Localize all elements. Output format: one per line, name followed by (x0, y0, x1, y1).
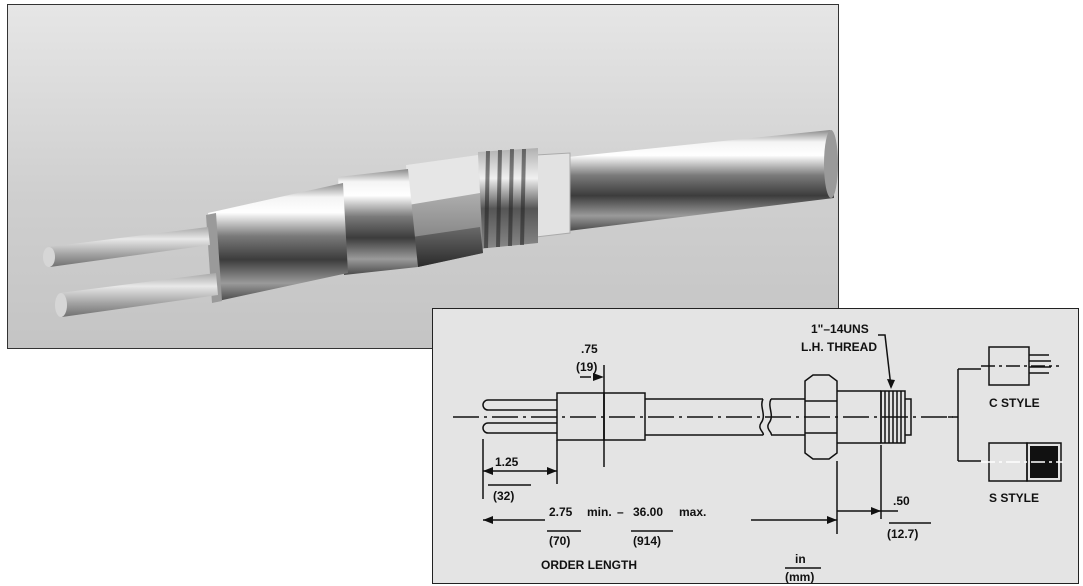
thread-direction: L.H. THREAD (801, 340, 877, 354)
top-dim-in: .75 (581, 342, 598, 356)
min-label: min. (587, 505, 612, 519)
thread-leader (878, 334, 892, 388)
pin-dim-mm: (32) (493, 489, 514, 503)
min-length-mm: (70) (549, 534, 570, 548)
min-length-in: 2.75 (549, 505, 573, 519)
sensor-tube (568, 130, 838, 231)
sensor-body (206, 169, 418, 303)
end-dim-in: .50 (893, 494, 910, 508)
dimension-arrows (483, 373, 895, 524)
end-dimension (837, 445, 931, 524)
pin-length-dimension (482, 439, 558, 499)
max-length-mm: (914) (633, 534, 661, 548)
order-length-dimension (483, 461, 838, 534)
pin-dim-in: 1.25 (495, 455, 519, 469)
top-dimension (580, 365, 605, 467)
range-dash: – (617, 505, 624, 519)
style-bracket (948, 368, 981, 462)
sensor-collar (535, 152, 571, 238)
sensor-pins (43, 227, 218, 317)
max-label: max. (679, 505, 706, 519)
drawing-pins (482, 399, 557, 434)
order-length-label: ORDER LENGTH (541, 558, 637, 572)
product-photo (7, 4, 839, 349)
s-style-label: S STYLE (989, 491, 1039, 505)
units-mm: (mm) (785, 570, 814, 584)
units-in: in (795, 552, 806, 566)
top-dim-mm: (19) (576, 360, 597, 374)
sensor-thread (478, 148, 538, 249)
max-length-in: 36.00 (633, 505, 663, 519)
end-dim-mm: (12.7) (887, 527, 918, 541)
c-style-connector (981, 346, 1059, 386)
s-style-connector (981, 442, 1063, 482)
thread-spec: 1"–14UNS (811, 322, 869, 336)
dimension-drawing: .75 (19) 1"–14UNS L.H. THREAD 1.25 (32) … (432, 308, 1079, 584)
drawing-thread (880, 390, 912, 444)
c-style-label: C STYLE (989, 396, 1040, 410)
sensor-hex-nut (406, 155, 483, 267)
